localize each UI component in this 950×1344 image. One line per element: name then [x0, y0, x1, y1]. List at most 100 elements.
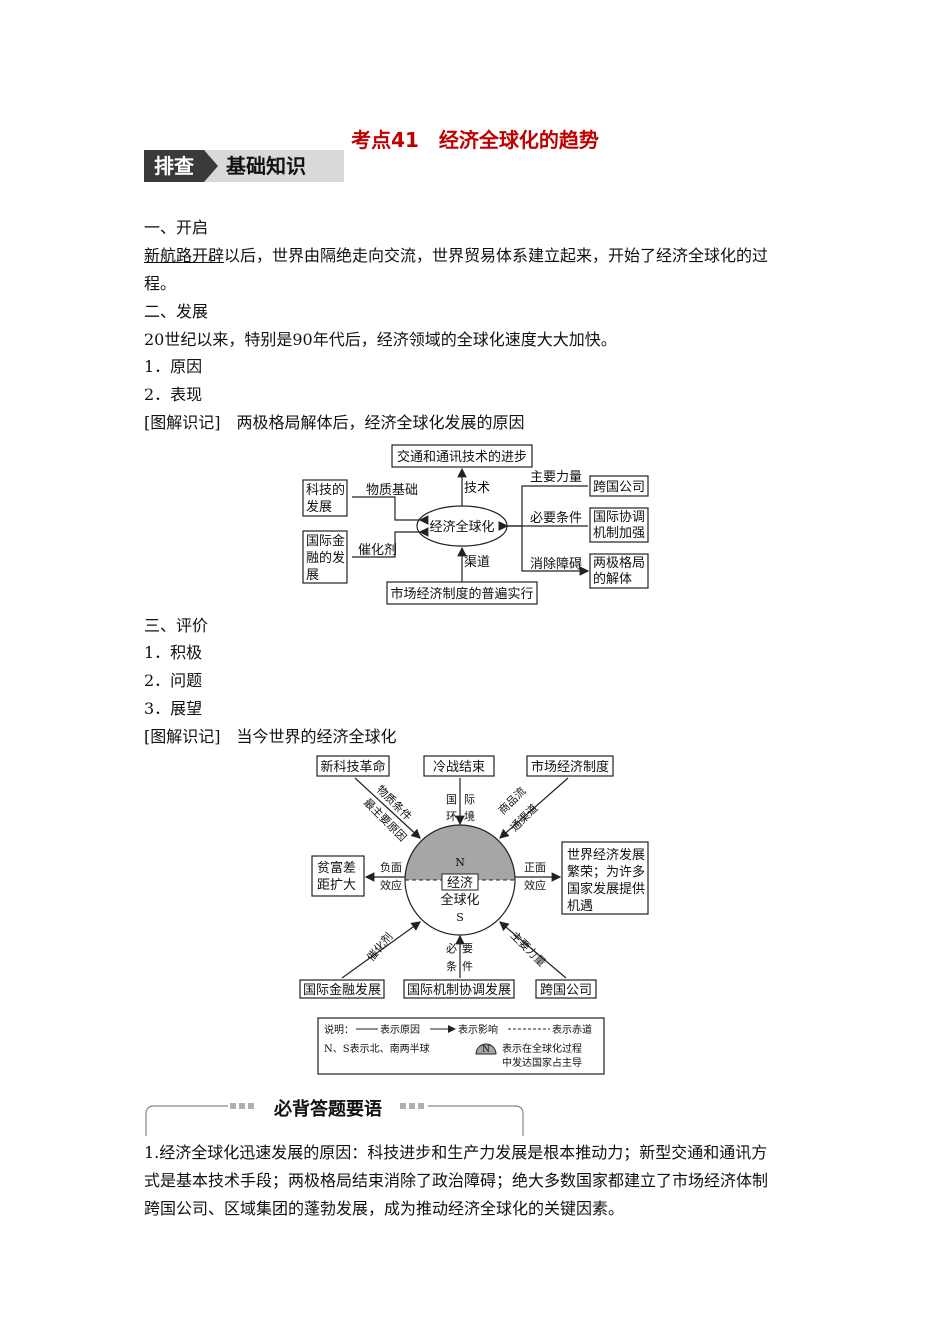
- d1-right-box-3: [589, 553, 649, 589]
- s2-item-1: 1．原因: [144, 357, 203, 376]
- d1-top-label: 交通和通讯技术的进步: [397, 449, 527, 465]
- d1-left-top-box: [302, 479, 348, 517]
- s3-item-2: 2．问题: [144, 671, 203, 690]
- d2-right-label-2: 效应: [524, 878, 546, 892]
- d2-right-box-text-1: 世界经济发展: [567, 847, 645, 863]
- banner-arrow-icon: [204, 150, 218, 182]
- d2-bottom-box-1-text: 国际金融发展: [303, 982, 381, 998]
- d1-bottom-label: 市场经济制度的普遍实行: [390, 586, 533, 602]
- d1-left-bottom-label: 催化剂: [358, 543, 397, 558]
- d1-right-box-2-text-2: 机制加强: [593, 526, 645, 541]
- d2-left-label-1: 负面: [380, 860, 402, 874]
- d1-right-box-1: [589, 475, 649, 497]
- d2-left-box-text-1: 贫富差: [317, 860, 356, 876]
- d2-label-bottom-4: 件: [462, 960, 473, 973]
- s3-diagram-caption: [图解识记] 当今世界的经济全球化: [144, 727, 397, 746]
- d1-right-box-3-text-2: 的解体: [593, 571, 632, 587]
- d2-legend-equator: 表示赤道: [552, 1023, 592, 1036]
- d1-right-box-3-text-1: 两极格局: [593, 555, 645, 571]
- must-title: 必背答题要语: [274, 1099, 382, 1120]
- banner-label: 基础知识: [226, 154, 306, 178]
- d2-legend-box: [317, 1017, 605, 1075]
- d1-right-box-2: [589, 507, 649, 543]
- d1-label-top: 技术: [464, 481, 490, 496]
- s1-text: 新航路开辟以后，世界由隔绝走向交流，世界贸易体系建立起来，开始了经济全球化的过: [144, 246, 768, 266]
- d2-legend-intro: 说明：: [324, 1023, 354, 1036]
- d1-left-top-1: 科技的: [306, 482, 345, 498]
- d2-right-box-text-2: 繁荣；为许多: [567, 864, 645, 880]
- d2-legend-ns: N、S表示北、南两半球: [324, 1042, 430, 1055]
- d1-top-box: [391, 444, 533, 468]
- d2-right-box: [561, 841, 649, 915]
- d1-left-bottom-2: 融的发: [306, 550, 345, 566]
- d2-right-label-1: 正面: [524, 861, 546, 874]
- s1-underlined: 新航路开辟: [144, 246, 225, 265]
- d2-bottom-box-3: [535, 979, 597, 999]
- d1-right-box-1-text: 跨国公司: [593, 480, 645, 495]
- d1-label-bottom: 渠道: [464, 555, 490, 570]
- d2-bottom-box-1: [299, 979, 385, 999]
- s3-item-1: 1．积极: [144, 643, 203, 662]
- s3-item-3: 3．展望: [144, 699, 203, 718]
- d1-left-top-label: 物质基础: [366, 483, 418, 498]
- d1-left-bottom-3: 展: [306, 568, 319, 583]
- d2-legend-half-circle-icon: [475, 1043, 497, 1055]
- d1-right-box-2-text-1: 国际协调: [593, 510, 645, 525]
- d2-label-top-3: 际: [464, 793, 475, 806]
- s3-heading: 三、评价: [144, 616, 209, 635]
- d2-top-box-3-text: 市场经济制度: [531, 759, 609, 775]
- d2-legend-text-3: 表示在全球化过程: [502, 1042, 582, 1055]
- d2-bottom-box-2-text: 国际机制协调发展: [407, 982, 511, 998]
- d1-left-bottom-1: 国际金: [306, 533, 345, 549]
- d2-top-box-1-text: 新科技革命: [320, 759, 385, 775]
- d2-bottom-box-2: [403, 979, 515, 999]
- d2-label-bottom-3: 要: [462, 942, 473, 955]
- d2-bottom-box-3-text: 跨国公司: [540, 983, 592, 998]
- d2-label-top-1: 国: [446, 793, 457, 806]
- d2-left-label-2: 效应: [380, 878, 402, 892]
- s1-text-b: 程。: [144, 274, 177, 293]
- s1-heading: 一、开启: [144, 218, 209, 237]
- must-line-2: 式是基本技术手段；两极格局结束消除了政治障碍；绝大多数国家都建立了市场经济体制: [144, 1171, 769, 1190]
- d1-right-label-3: 消除障碍: [530, 557, 582, 572]
- d1-right-label-2: 必要条件: [530, 510, 582, 526]
- d2-label-bottom-1: 必: [446, 942, 457, 955]
- s2-text: 20世纪以来，特别是90年代后，经济领域的全球化速度大大加快。: [144, 330, 617, 349]
- d2-right-box-text-3: 国家发展提供: [567, 881, 645, 897]
- d2-circle-n: N: [455, 856, 465, 869]
- d2-top-box-3: [526, 755, 614, 777]
- d2-circle-text-2: 全球化: [440, 892, 479, 908]
- d2-legend-cause: 表示原因: [380, 1023, 420, 1036]
- d1-center-label: 经济全球化: [429, 519, 494, 535]
- d2-legend-effect: 表示影响: [458, 1023, 498, 1036]
- d2-left-box: [311, 855, 365, 897]
- d2-label-top-2: 环: [446, 810, 457, 823]
- d2-legend-text-4: 中发达国家占主导: [502, 1056, 582, 1069]
- s2-diagram-caption: [图解识记] 两极格局解体后，经济全球化发展的原因: [144, 413, 525, 432]
- d2-left-box-text-2: 距扩大: [317, 878, 356, 893]
- must-line-1: 1.经济全球化迅速发展的原因：科技进步和生产力发展是根本推动力；新型交通和通讯方: [144, 1143, 768, 1162]
- d1-left-top-2: 发展: [306, 499, 332, 515]
- banner-tag: 排查: [144, 150, 204, 182]
- must-line-3: 跨国公司、区域集团的蓬勃发展，成为推动经济全球化的关键因素。: [144, 1199, 625, 1218]
- d2-north-half: [405, 825, 515, 880]
- s1-text-a: 以后，世界由隔绝走向交流，世界贸易体系建立起来，开始了经济全球化的过: [224, 246, 769, 265]
- d1-left-bottom-box: [302, 530, 348, 584]
- d2-label-bottom-2: 条: [446, 959, 457, 973]
- s2-item-2: 2．表现: [144, 385, 203, 404]
- d2-circle-s: S: [456, 911, 464, 924]
- d2-top-box-2-text: 冷战结束: [433, 760, 485, 775]
- d2-top-box-2: [423, 755, 495, 777]
- d2-circle-text-1: 经济: [447, 876, 473, 891]
- s2-heading: 二、发展: [144, 302, 209, 321]
- d2-label-top-4: 境: [464, 809, 475, 823]
- d1-right-label-1: 主要力量: [530, 470, 582, 485]
- section-banner: 排查 基础知识: [144, 150, 344, 182]
- d2-legend-n: N: [482, 1045, 490, 1055]
- d2-top-box-1: [316, 755, 390, 777]
- page-title: 考点41 经济全球化的趋势: [351, 128, 599, 152]
- d2-right-box-text-4: 机遇: [567, 899, 593, 914]
